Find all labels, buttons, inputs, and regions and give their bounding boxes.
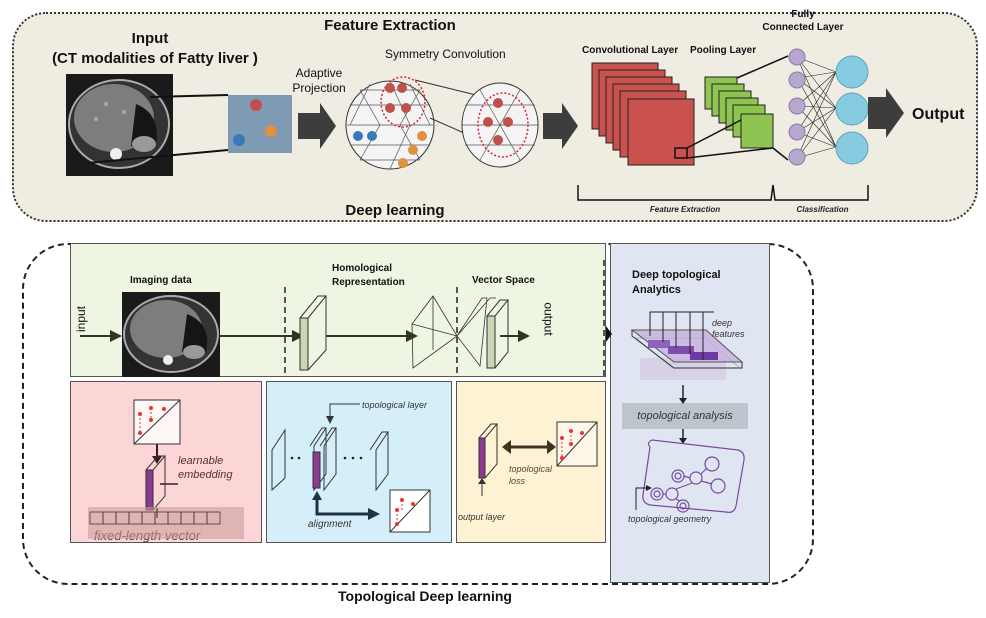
fc-label-line1: Fully [791, 9, 815, 20]
topological-layer-label: topological layer [362, 400, 428, 410]
input-subtitle: (CT modalities of Fatty liver ) [52, 50, 258, 67]
fixed-length-vector-label: fixed-length vector [94, 528, 201, 543]
imaging-data-ct [122, 292, 220, 377]
topological-loss-label: topological loss [509, 463, 552, 487]
bracket-feature-extraction-label: Feature Extraction [649, 205, 721, 214]
topo-geometry-word2: geometry [673, 514, 712, 524]
homological-representation-label: Homological Representation [332, 262, 405, 290]
symmetry-convolution-label: Symmetry Convolution [385, 47, 506, 61]
learnable-line2: embedding [178, 469, 233, 481]
deep-features-line1: deep [712, 318, 733, 328]
analytics-title-line1: Deep topological [632, 269, 721, 281]
feature-extraction-title: Feature Extraction [324, 17, 456, 34]
adaptive-projection-label: Adaptive Projection [284, 66, 354, 96]
analytics-title-line2: Analytics [632, 284, 681, 296]
learnable-embedding-box [70, 381, 262, 543]
ct-scan-image [66, 74, 173, 176]
topological-geometry-label: topological geometry [628, 514, 711, 524]
topo-loss-line2: loss [509, 476, 526, 486]
deep-learning-label: Deep learning [345, 202, 445, 219]
input-vertical-label: input [74, 305, 89, 333]
topo-loss-line1: topological [509, 464, 553, 474]
deep-features-line2: features [712, 329, 745, 339]
topological-analysis-label: topological analysis [622, 403, 748, 429]
learnable-embedding-label: learnable embedding [178, 454, 232, 482]
alignment-label: alignment [308, 519, 352, 530]
output-layer-label: output layer [458, 512, 506, 522]
convolutional-layer-label: Convolutional Layer [582, 45, 679, 56]
fc-label-line2: Connected Layer [762, 22, 844, 33]
adaptive-projection-line1: Adaptive [295, 66, 343, 80]
homological-line1: Homological [332, 263, 393, 274]
input-title: Input [131, 30, 169, 47]
deep-features-label: deep features [712, 318, 745, 340]
output-vertical-label: output [541, 302, 556, 336]
output-label: Output [912, 106, 965, 123]
imaging-data-label: Imaging data [130, 275, 192, 286]
topological-deep-learning-label: Topological Deep learning [338, 588, 512, 604]
fully-connected-layer-label: Fully Connected Layer [758, 8, 848, 34]
homological-line2: Representation [332, 277, 405, 288]
pooling-layer-label: Pooling Layer [690, 45, 757, 56]
adaptive-projection-line2: Projection [292, 81, 346, 95]
learnable-line1: learnable [178, 455, 224, 467]
topo-geometry-word1: topological [628, 514, 672, 524]
bracket-classification-label: Classification [796, 205, 849, 214]
analytics-title: Deep topological Analytics [632, 268, 721, 298]
vector-space-label: Vector Space [472, 275, 535, 286]
